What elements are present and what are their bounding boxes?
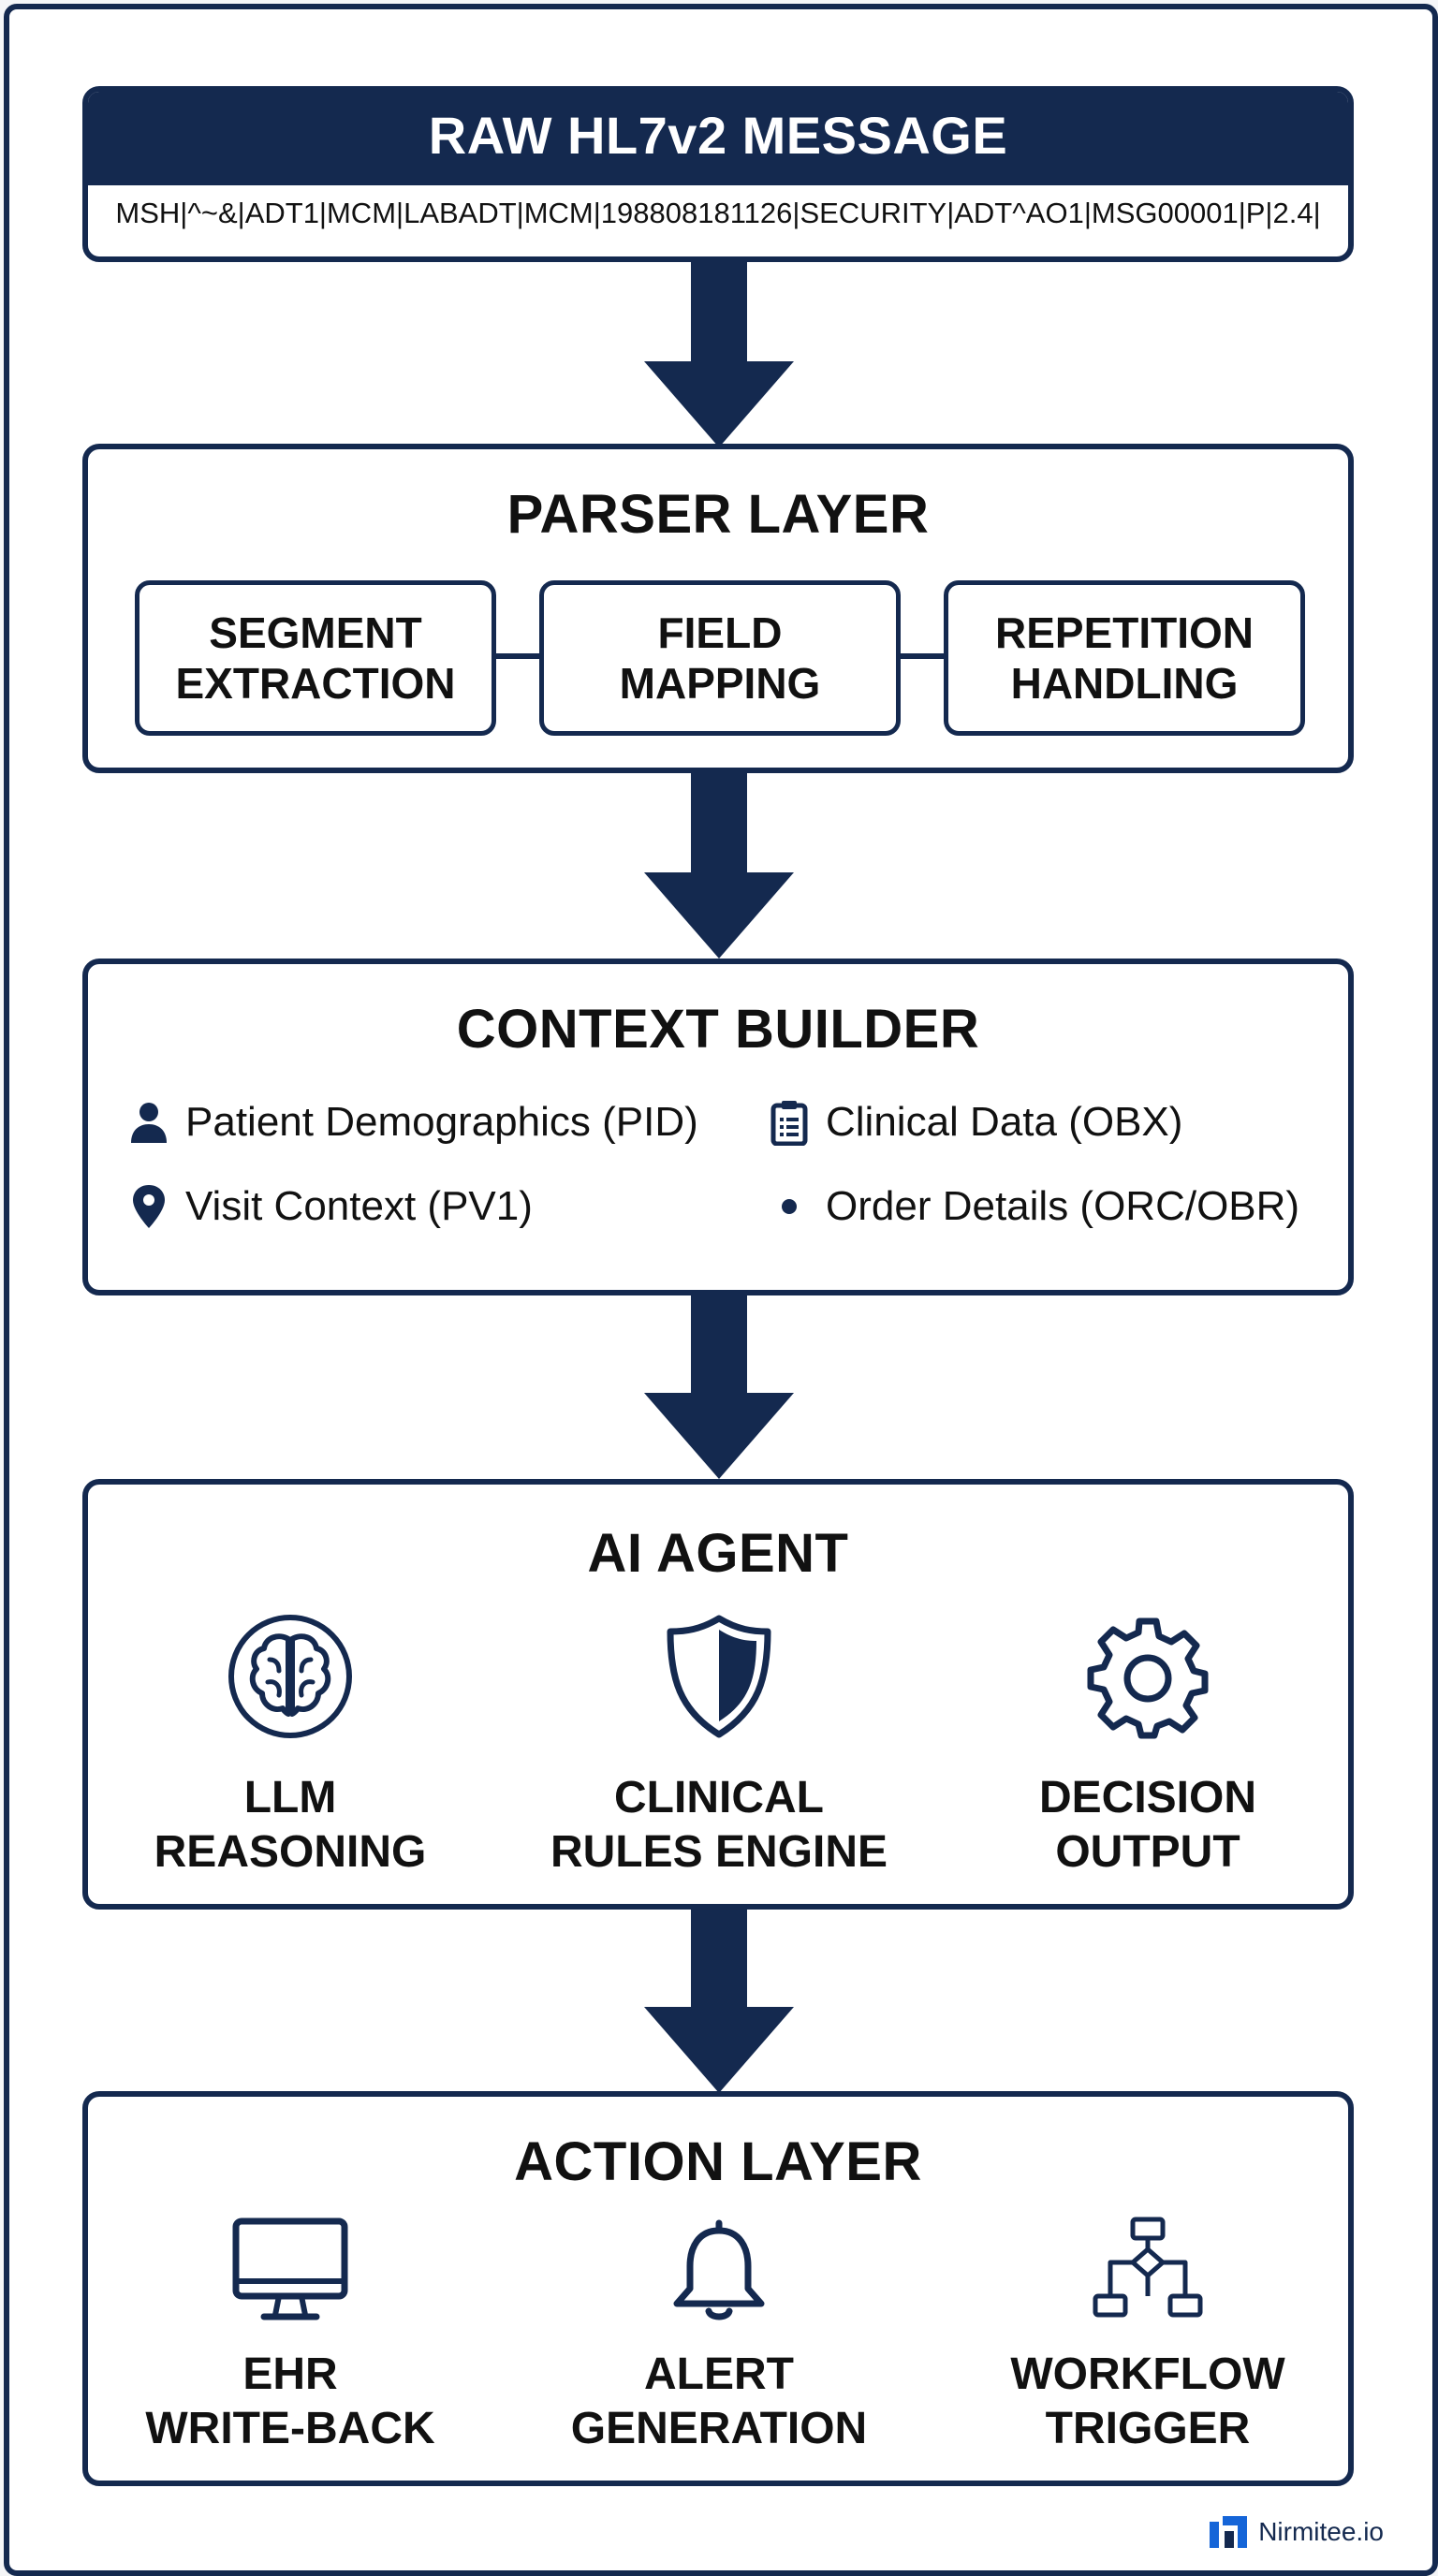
step-label-line1: REPETITION <box>994 608 1255 657</box>
step-label-line2: MAPPING <box>619 659 821 708</box>
flow-arrow-1 <box>644 262 794 447</box>
flow-arrow-2 <box>644 773 794 959</box>
step-label-line2: EXTRACTION <box>175 659 456 708</box>
step-label-line1: FIELD <box>657 608 783 657</box>
component-label-line2: OUTPUT <box>1055 1827 1240 1877</box>
context-item-visit: Visit Context (PV1) <box>127 1183 533 1230</box>
ai-agent-panel: AI AGENT LLM REASONING CLINICAL RULES ENGI… <box>82 1479 1354 1910</box>
context-item-label: Clinical Data (OBX) <box>826 1099 1183 1145</box>
context-builder-panel: CONTEXT BUILDER Patient Demographics (PI… <box>82 959 1354 1295</box>
component-label-line1: CLINICAL <box>614 1773 824 1822</box>
nirmitee-logo-icon <box>1210 2516 1248 2548</box>
action-layer-title: ACTION LAYER <box>514 2131 922 2192</box>
raw-message-content: MSH|^~&|ADT1|MCM|LABADT|MCM|198808181126… <box>115 197 1321 229</box>
component-label-line2: RULES ENGINE <box>550 1827 888 1877</box>
action-label-line2: TRIGGER <box>1045 2404 1251 2453</box>
decision-output-component: DECISION OUTPUT <box>942 1606 1354 1880</box>
action-label-line1: WORKFLOW <box>1010 2349 1285 2399</box>
clipboard-icon <box>768 1099 811 1146</box>
ehr-write-back-action: EHR WRITE-BACK <box>84 2209 496 2456</box>
llm-reasoning-component: LLM REASONING <box>84 1606 496 1880</box>
action-label-line1: EHR <box>242 2349 338 2399</box>
component-label-line1: LLM <box>243 1773 337 1822</box>
clinical-rules-engine-component: CLINICAL RULES ENGINE <box>513 1606 925 1880</box>
connector-line <box>496 653 541 659</box>
flow-arrow-4 <box>644 1910 794 2093</box>
dot-icon <box>768 1183 811 1230</box>
context-item-label: Patient Demographics (PID) <box>185 1099 698 1145</box>
context-item-order: Order Details (ORC/OBR) <box>768 1183 1299 1230</box>
flow-arrow-3 <box>644 1295 794 1479</box>
connector-line <box>901 653 946 659</box>
component-label-line1: DECISION <box>1038 1773 1257 1822</box>
monitor-icon <box>232 2217 348 2320</box>
raw-message-panel: RAW HL7v2 MESSAGE MSH|^~&|ADT1|MCM|LABAD… <box>82 86 1354 262</box>
action-layer-panel: ACTION LAYER EHR WRITE-BACK ALERT GENERATI… <box>82 2091 1354 2486</box>
context-item-label: Order Details (ORC/OBR) <box>826 1183 1300 1229</box>
context-item-clinical: Clinical Data (OBX) <box>768 1099 1182 1146</box>
brand-name: Nirmitee.io <box>1258 2517 1384 2546</box>
context-builder-title: CONTEXT BUILDER <box>456 999 980 1060</box>
alert-generation-action: ALERT GENERATION <box>513 2209 925 2456</box>
gear-icon <box>1087 1617 1209 1739</box>
location-pin-icon <box>127 1183 170 1230</box>
brand-logo: Nirmitee.io <box>1210 2516 1384 2548</box>
ai-agent-title: AI AGENT <box>587 1523 849 1584</box>
workflow-trigger-action: WORKFLOW TRIGGER <box>942 2209 1354 2456</box>
flowchart-icon <box>1093 2217 1203 2318</box>
action-label-line2: WRITE-BACK <box>145 2404 435 2453</box>
bell-icon <box>673 2219 765 2320</box>
component-label-line2: REASONING <box>154 1827 427 1877</box>
context-item-patient: Patient Demographics (PID) <box>127 1099 698 1146</box>
step-label-line1: SEGMENT <box>209 608 422 657</box>
raw-message-title: RAW HL7v2 MESSAGE <box>428 106 1008 165</box>
shield-icon <box>667 1615 771 1738</box>
action-label-line1: ALERT <box>644 2349 794 2399</box>
action-label-line2: GENERATION <box>570 2404 868 2453</box>
step-label-line2: HANDLING <box>1010 659 1239 708</box>
raw-message-header <box>88 92 1348 185</box>
context-item-label: Visit Context (PV1) <box>185 1183 533 1229</box>
person-icon <box>127 1099 170 1146</box>
parser-layer-title: PARSER LAYER <box>506 484 930 545</box>
brain-icon <box>228 1615 352 1738</box>
